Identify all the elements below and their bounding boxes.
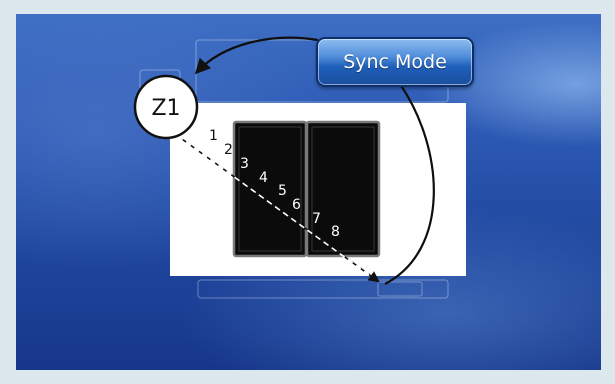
right-panel [305,120,381,258]
segment-label-5: 5 [278,183,287,199]
arc-to-zone [194,36,319,75]
segment-label-2: 2 [224,142,233,158]
segment-label-1: 1 [209,128,218,144]
segment-label-3: 3 [240,156,249,172]
sync-mode-button[interactable]: Sync Mode [316,37,474,87]
zone-badge: Z1 [133,74,199,140]
sync-arcs [194,36,435,285]
segment-label-7: 7 [312,211,321,227]
left-panel [232,120,308,258]
segment-label-8: 8 [331,224,340,240]
sweep-direction-arrow [181,138,380,283]
zone-label: Z1 [151,96,180,121]
arc-from-button [384,83,435,285]
zone-panels [232,120,381,258]
segment-sweeps [225,129,440,232]
segment-label-6: 6 [292,197,301,213]
segment-label-4: 4 [259,170,268,186]
sync-mode-label: Sync Mode [343,51,447,73]
segment-numbers: 1 2 3 4 5 6 7 8 [209,128,340,240]
